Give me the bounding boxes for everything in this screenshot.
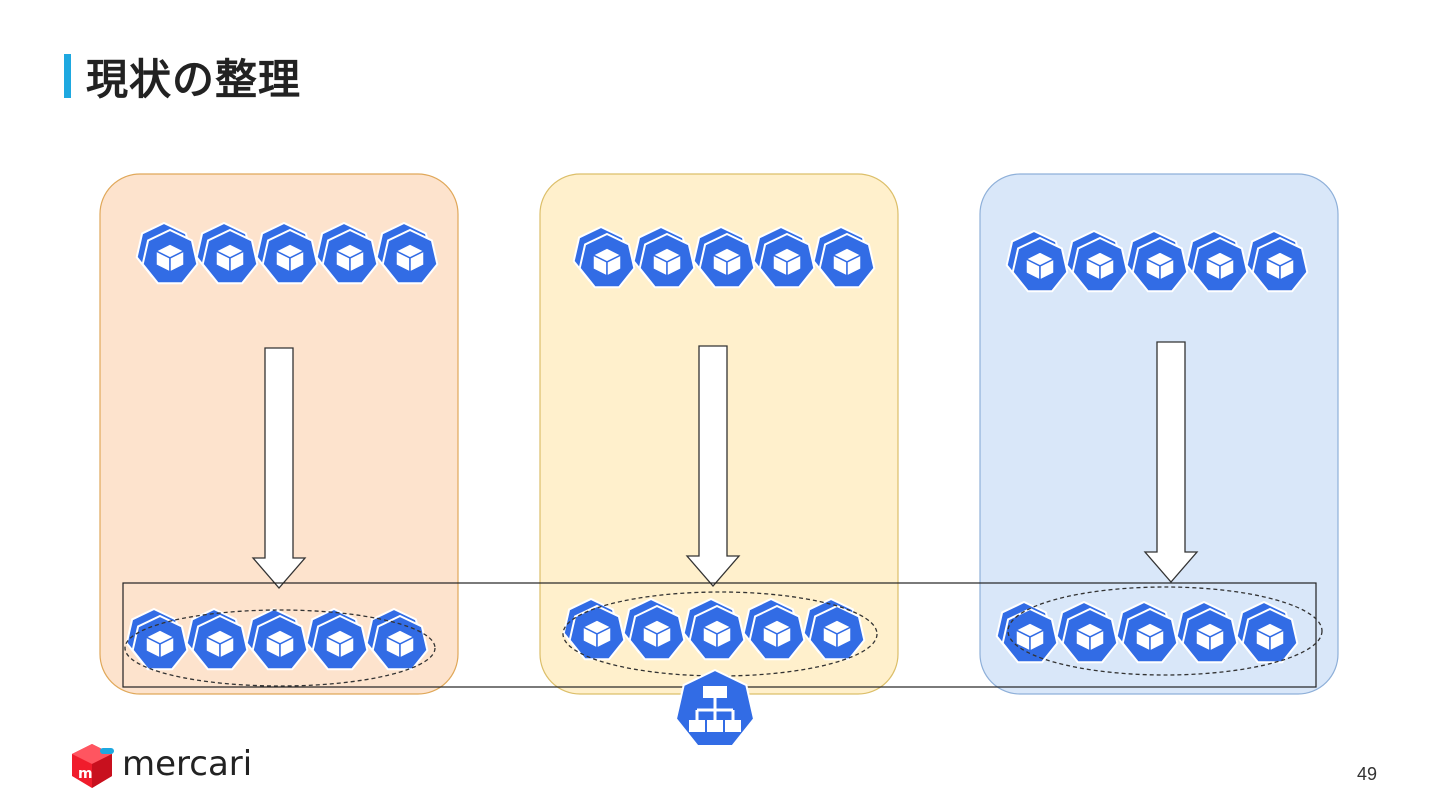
page-number: 49 <box>1356 764 1377 784</box>
pod-icon-top-2-5 <box>812 225 876 289</box>
pod-icon-bottom-3-5 <box>1235 600 1299 664</box>
pod-group-ellipse-3 <box>1007 586 1323 676</box>
mercari-logo: m mercari <box>70 742 260 790</box>
brand-name: mercari <box>122 744 253 784</box>
pod-icon-bottom-3-3 <box>1115 600 1179 664</box>
pod-icon-top-1-3 <box>255 221 319 285</box>
pod-icon-bottom-3-2 <box>1055 600 1119 664</box>
pod-icon-top-1-4 <box>315 221 379 285</box>
pod-icon-top-2-1 <box>572 225 636 289</box>
pod-icon-top-2-2 <box>632 225 696 289</box>
pod-icon-top-3-3 <box>1125 229 1189 293</box>
pod-icon-top-3-4 <box>1185 229 1249 293</box>
pod-icon-bottom-2-4 <box>742 597 806 661</box>
pod-icon-top-2-3 <box>692 225 756 289</box>
kubernetes-network-icon <box>674 668 756 747</box>
pod-icon-top-3-2 <box>1065 229 1129 293</box>
svg-text:m: m <box>78 766 93 782</box>
pod-icon-bottom-3-1 <box>995 600 1059 664</box>
down-arrow-3 <box>1143 341 1199 583</box>
pod-icon-top-1-1 <box>135 221 199 285</box>
pod-icon-bottom-3-4 <box>1175 600 1239 664</box>
pod-group-ellipse-1 <box>124 609 436 687</box>
mercari-cube-icon: m <box>72 744 114 788</box>
pod-icon-bottom-2-2 <box>622 597 686 661</box>
pod-icon-top-1-2 <box>195 221 259 285</box>
down-arrow-1 <box>251 347 307 589</box>
pod-icon-bottom-2-5 <box>802 597 866 661</box>
pod-icon-bottom-1-2 <box>185 607 249 671</box>
pod-icon-top-1-5 <box>375 221 439 285</box>
pod-icon-top-2-4 <box>752 225 816 289</box>
down-arrow-2 <box>685 345 741 587</box>
pod-icon-bottom-2-3 <box>682 597 746 661</box>
pod-icon-bottom-2-1 <box>562 597 626 661</box>
title-accent-bar <box>64 54 71 98</box>
pod-icon-bottom-1-4 <box>305 607 369 671</box>
pod-icon-bottom-1-1 <box>125 607 189 671</box>
page-title: 現状の整理 <box>86 55 302 104</box>
pod-icon-top-3-1 <box>1005 229 1069 293</box>
pod-icon-top-3-5 <box>1245 229 1309 293</box>
pod-icon-bottom-1-3 <box>245 607 309 671</box>
